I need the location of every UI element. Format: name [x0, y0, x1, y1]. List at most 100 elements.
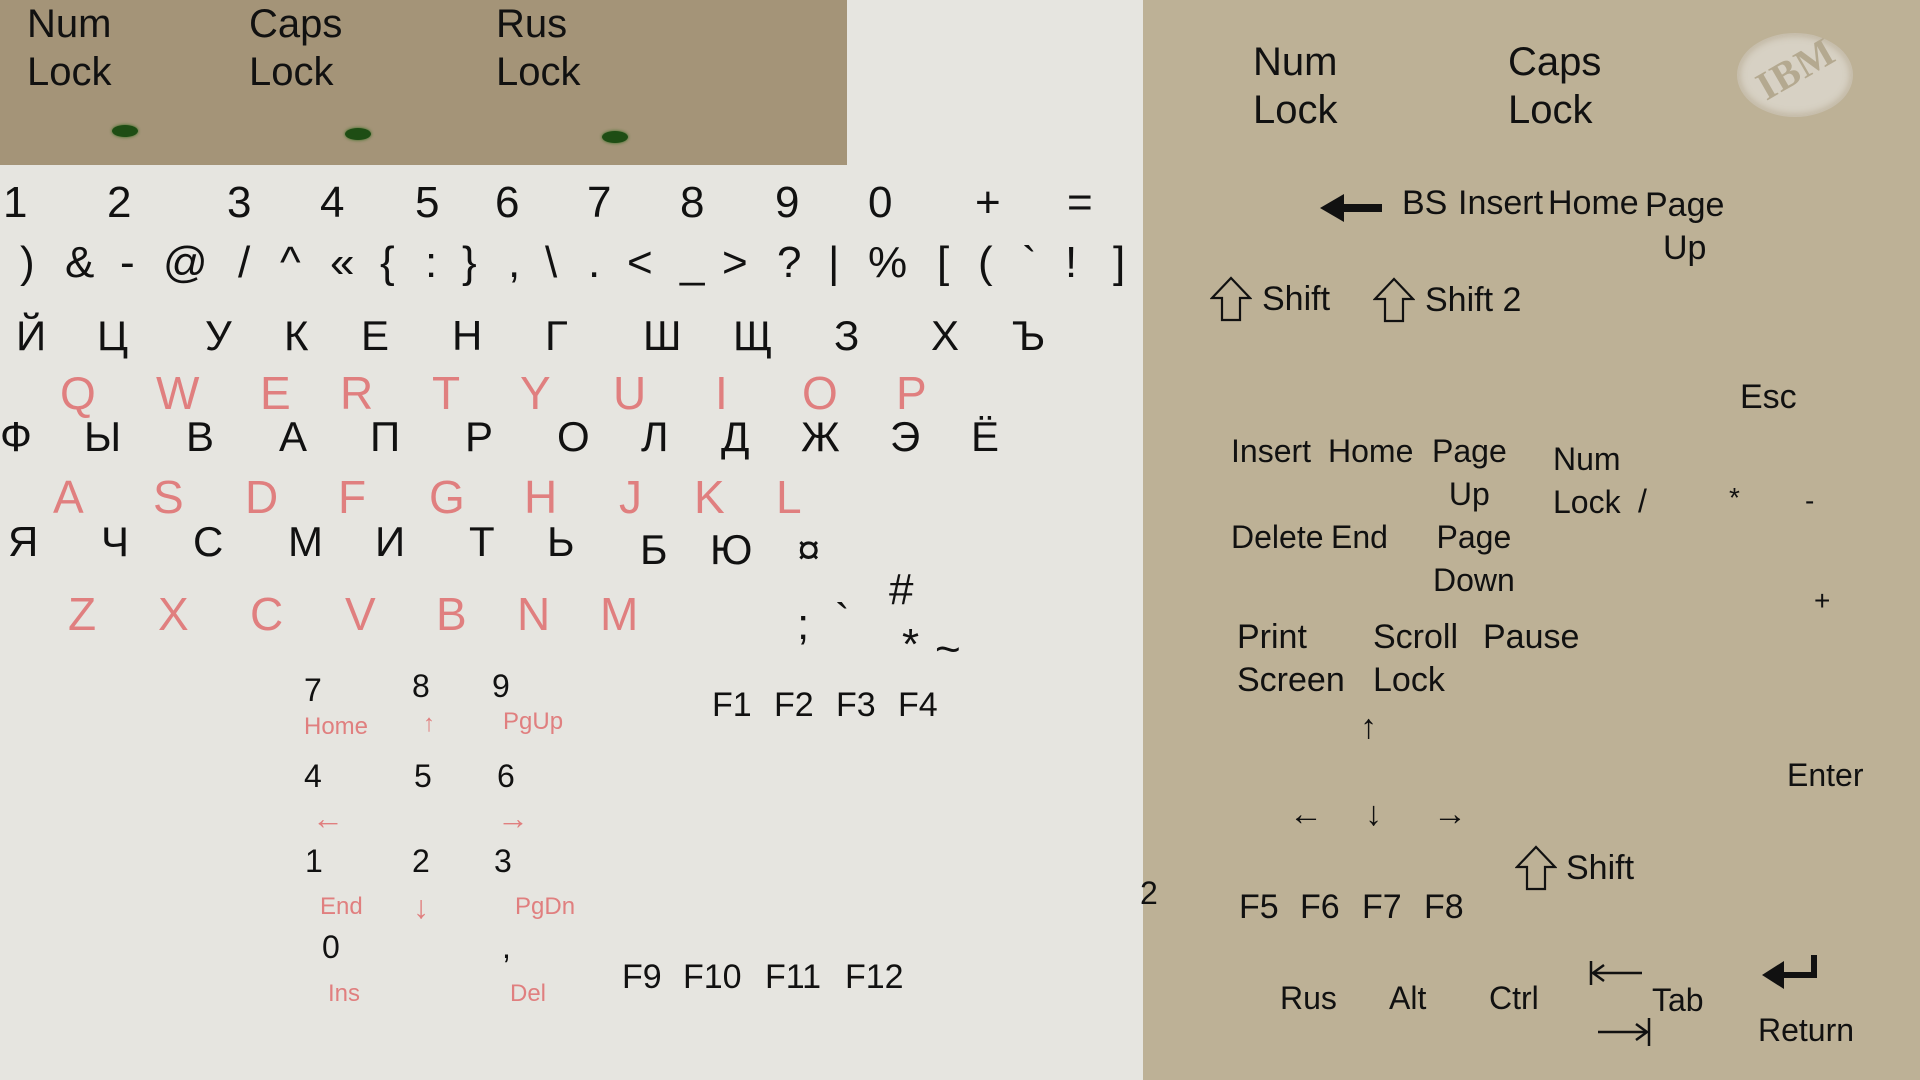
key-cyr-b[interactable]: Б: [640, 526, 668, 573]
key-cyr-i-kratkoe[interactable]: Й: [16, 312, 47, 359]
key-cyr-ts[interactable]: Ц: [97, 312, 129, 359]
keypad-plus-key[interactable]: +: [1814, 585, 1831, 616]
key-cyr-yo[interactable]: Ё: [971, 413, 1000, 460]
numpad-9[interactable]: 9: [492, 668, 510, 704]
pause-key[interactable]: Pause: [1483, 618, 1580, 656]
alt-key[interactable]: Alt: [1389, 980, 1427, 1016]
key-f2[interactable]: F2: [774, 686, 814, 724]
key-cyr-z[interactable]: З: [834, 312, 860, 359]
numpad-4[interactable]: 4: [304, 758, 322, 794]
key-9[interactable]: 9: [775, 178, 800, 227]
insert-key[interactable]: Insert: [1231, 433, 1312, 469]
key-cyr-y[interactable]: Ы: [84, 413, 122, 460]
sym-pipe: |: [828, 238, 840, 287]
key-cyr-a[interactable]: А: [279, 413, 308, 460]
key-cyr-i[interactable]: И: [375, 518, 406, 565]
key-cyr-m[interactable]: М: [288, 518, 323, 565]
key-cyr-s[interactable]: С: [193, 518, 224, 565]
key-cyr-r[interactable]: Р: [465, 413, 494, 460]
key-cyr-eh[interactable]: Э: [890, 413, 921, 460]
numpad-1[interactable]: 1: [305, 843, 323, 879]
key-f10[interactable]: F10: [683, 958, 742, 996]
esc-key[interactable]: Esc: [1740, 378, 1797, 416]
key-currency-sign[interactable]: ¤: [797, 526, 821, 573]
key-cyr-g[interactable]: Г: [545, 312, 568, 359]
key-8[interactable]: 8: [680, 178, 705, 227]
keypad-num-lock-key[interactable]: Num Lock: [1553, 441, 1621, 520]
rus-lock-led: [602, 131, 628, 143]
right-caps-lock-key[interactable]: Caps Lock: [1508, 40, 1602, 132]
keypad-minus-key[interactable]: -: [1805, 485, 1815, 516]
key-cyr-ch[interactable]: Ч: [101, 518, 129, 565]
delete-key[interactable]: Delete: [1231, 519, 1324, 555]
key-cyr-ya[interactable]: Я: [8, 518, 39, 565]
print-screen-key[interactable]: Print Screen: [1237, 618, 1345, 699]
key-5[interactable]: 5: [415, 178, 440, 227]
rus-key[interactable]: Rus: [1280, 980, 1337, 1016]
key-f11[interactable]: F11: [765, 958, 822, 996]
scroll-lock-key[interactable]: Scroll Lock: [1373, 618, 1459, 699]
key-cyr-k[interactable]: К: [284, 312, 309, 359]
key-cyr-t[interactable]: Т: [469, 518, 495, 565]
key-cyr-u[interactable]: У: [205, 312, 232, 359]
arrow-left-key[interactable]: ←: [1289, 795, 1323, 833]
key-equals[interactable]: =: [1067, 178, 1093, 227]
keypad-slash-key[interactable]: /: [1638, 483, 1647, 519]
numpad-7[interactable]: 7: [304, 672, 322, 708]
key-cyr-soft-sign[interactable]: Ь: [547, 518, 575, 565]
key-f5[interactable]: F5: [1239, 888, 1279, 926]
arrow-down-key[interactable]: ↓: [1365, 795, 1382, 833]
key-3[interactable]: 3: [227, 178, 252, 227]
right-num-lock-key[interactable]: Num Lock: [1253, 40, 1338, 132]
numpad-3[interactable]: 3: [494, 843, 512, 879]
key-f9[interactable]: F9: [622, 958, 662, 996]
key-cyr-l[interactable]: Л: [641, 413, 669, 460]
ctrl-key[interactable]: Ctrl: [1489, 980, 1539, 1016]
key-cyr-zh[interactable]: Ж: [801, 413, 840, 460]
numpad-2[interactable]: 2: [412, 843, 430, 879]
key-cyr-n[interactable]: Н: [452, 312, 483, 359]
page-down-key[interactable]: Page Down: [1433, 519, 1515, 598]
key-cyr-o[interactable]: О: [557, 413, 590, 460]
key-f6[interactable]: F6: [1300, 888, 1340, 926]
key-cyr-shch[interactable]: Щ: [733, 312, 773, 359]
key-1[interactable]: 1: [3, 178, 28, 227]
key-0[interactable]: 0: [868, 178, 893, 227]
key-cyr-d[interactable]: Д: [721, 413, 750, 460]
key-cyr-e[interactable]: Е: [361, 312, 390, 359]
key-f4[interactable]: F4: [898, 686, 938, 724]
key-plus[interactable]: +: [975, 178, 1001, 227]
key-cyr-yu[interactable]: Ю: [710, 526, 753, 573]
numpad-comma[interactable]: ,: [502, 929, 511, 965]
enter-key[interactable]: Enter: [1787, 757, 1864, 793]
arrow-up-key[interactable]: ↑: [1360, 708, 1377, 746]
key-f1[interactable]: F1: [712, 686, 752, 724]
sym-lparen: (: [978, 238, 993, 287]
key-2[interactable]: 2: [107, 178, 132, 227]
key-cyr-hard-sign[interactable]: Ъ: [1012, 312, 1046, 359]
key-cyr-f[interactable]: Ф: [0, 413, 32, 460]
key-f12[interactable]: F12: [845, 958, 904, 996]
key-7[interactable]: 7: [587, 178, 612, 227]
page-up-key[interactable]: Page Up: [1432, 433, 1507, 512]
keypad-star-key[interactable]: *: [1729, 482, 1740, 513]
numpad-5[interactable]: 5: [414, 758, 432, 794]
key-cyr-kh[interactable]: Х: [931, 312, 960, 359]
numpad-8[interactable]: 8: [412, 668, 430, 704]
numpad-0[interactable]: 0: [322, 929, 340, 965]
key-cyr-v[interactable]: В: [186, 413, 215, 460]
right-insert-key-top[interactable]: Insert: [1458, 184, 1544, 222]
key-f8[interactable]: F8: [1424, 888, 1464, 926]
right-home-key-top[interactable]: Home: [1548, 184, 1639, 222]
end-key[interactable]: End: [1331, 519, 1388, 555]
arrow-right-key[interactable]: →: [1433, 795, 1467, 833]
right-page-up-key-top[interactable]: Page Up: [1645, 186, 1725, 267]
key-f7[interactable]: F7: [1362, 888, 1402, 926]
key-f3[interactable]: F3: [836, 686, 876, 724]
key-cyr-sh[interactable]: Ш: [643, 312, 682, 359]
home-key[interactable]: Home: [1328, 433, 1414, 469]
key-6[interactable]: 6: [495, 178, 520, 227]
numpad-6[interactable]: 6: [497, 758, 515, 794]
key-cyr-p[interactable]: П: [370, 413, 401, 460]
key-4[interactable]: 4: [320, 178, 345, 227]
